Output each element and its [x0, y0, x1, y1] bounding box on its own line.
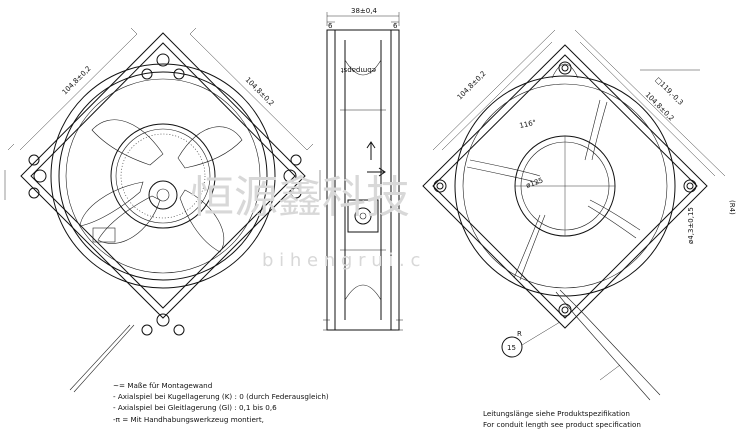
note-line-4: -π = Mit Handhabungswerkzeug montiert,	[113, 414, 264, 424]
mount-hole-bottom	[141, 313, 185, 336]
rear-hole-bottom	[558, 303, 572, 317]
rear-hole-right	[683, 179, 697, 193]
rear-angle: 116°	[519, 119, 537, 130]
rear-dim-inner: 104,8±0,2	[456, 70, 488, 102]
side-dim-right-flange: 6	[393, 22, 398, 30]
mount-hole-right	[283, 154, 302, 199]
watermark-url: b i h e n g r u i . c	[262, 250, 420, 271]
rear-diameter: ø125	[525, 176, 544, 190]
side-dim-total: 38±0,4	[351, 7, 377, 15]
rear-small-r4: (R4)	[728, 200, 736, 215]
conduit-note-de: Leitungslänge siehe Produktspezifikation	[483, 409, 630, 418]
rear-view: □119,-0,3 104,8±0,2 104,8±0,2 116° ø125 …	[422, 29, 736, 401]
item-letter: R	[517, 330, 522, 338]
mount-hole-left	[28, 154, 47, 199]
front-dim-left: 104,8±0,2	[61, 65, 93, 97]
notes-block: ~= Maße für Montagewand - Axialspiel bei…	[113, 380, 329, 425]
mount-hole-top	[141, 53, 185, 80]
rear-hole-top	[551, 61, 579, 79]
conduit-note-en: For conduit length see product specifica…	[483, 420, 641, 429]
item-number: 15	[507, 344, 516, 352]
rear-hole-left	[433, 179, 447, 193]
side-dim-left-flange: 6	[328, 22, 333, 30]
brand-label: ebmpapst	[341, 66, 376, 74]
rear-mount-hole-dim: ø4,3±0,15	[687, 207, 695, 244]
side-view: ebmpapst 38±0,4 6 6	[323, 7, 403, 331]
note-line-1: ~= Maße für Montagewand	[113, 381, 213, 390]
watermark-cn: 恒源鑫科技	[190, 172, 410, 223]
item-bubble	[501, 336, 523, 358]
conduit-note: Leitungslänge siehe Produktspezifikation…	[483, 408, 641, 430]
note-line-2: - Axialspiel bei Kugellagerung (K) : 0 (…	[113, 392, 329, 402]
note-line-3: - Axialspiel bei Gleitlagerung (Gl) : 0,…	[113, 403, 277, 413]
